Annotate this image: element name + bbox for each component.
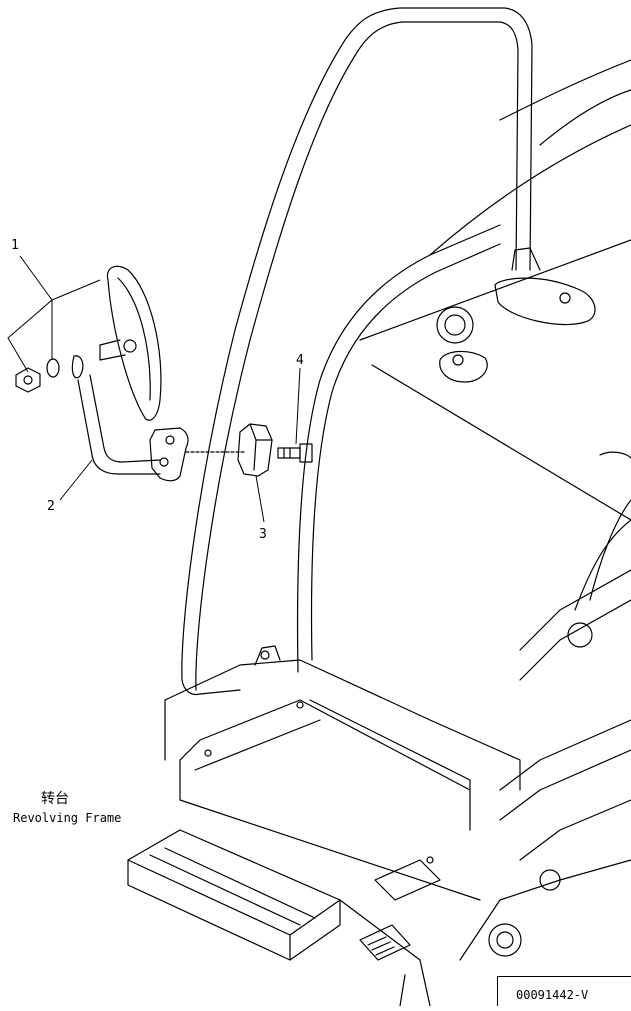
- callout-3: 3: [259, 527, 267, 542]
- figure-id-box: 00091442-V: [497, 976, 631, 1006]
- caption-chinese: 转台: [41, 791, 69, 807]
- callout-1: 1: [11, 238, 19, 253]
- figure-id: 00091442-V: [516, 988, 589, 1002]
- callout-2: 2: [47, 499, 55, 514]
- bracket: [237, 423, 273, 477]
- mirror-assembly: [15, 265, 162, 421]
- callout-4: 4: [296, 353, 304, 368]
- revolving-frame: [127, 569, 631, 1007]
- leader-1: [7, 255, 101, 373]
- handrail: [181, 7, 533, 696]
- bolt: [277, 443, 313, 463]
- leader-3: [255, 475, 265, 523]
- leader-4: [295, 367, 301, 445]
- caption-english: Revolving Frame: [13, 811, 122, 825]
- mirror-stay: [77, 374, 189, 482]
- leader-2: [59, 459, 93, 501]
- floor-plate: [436, 247, 631, 611]
